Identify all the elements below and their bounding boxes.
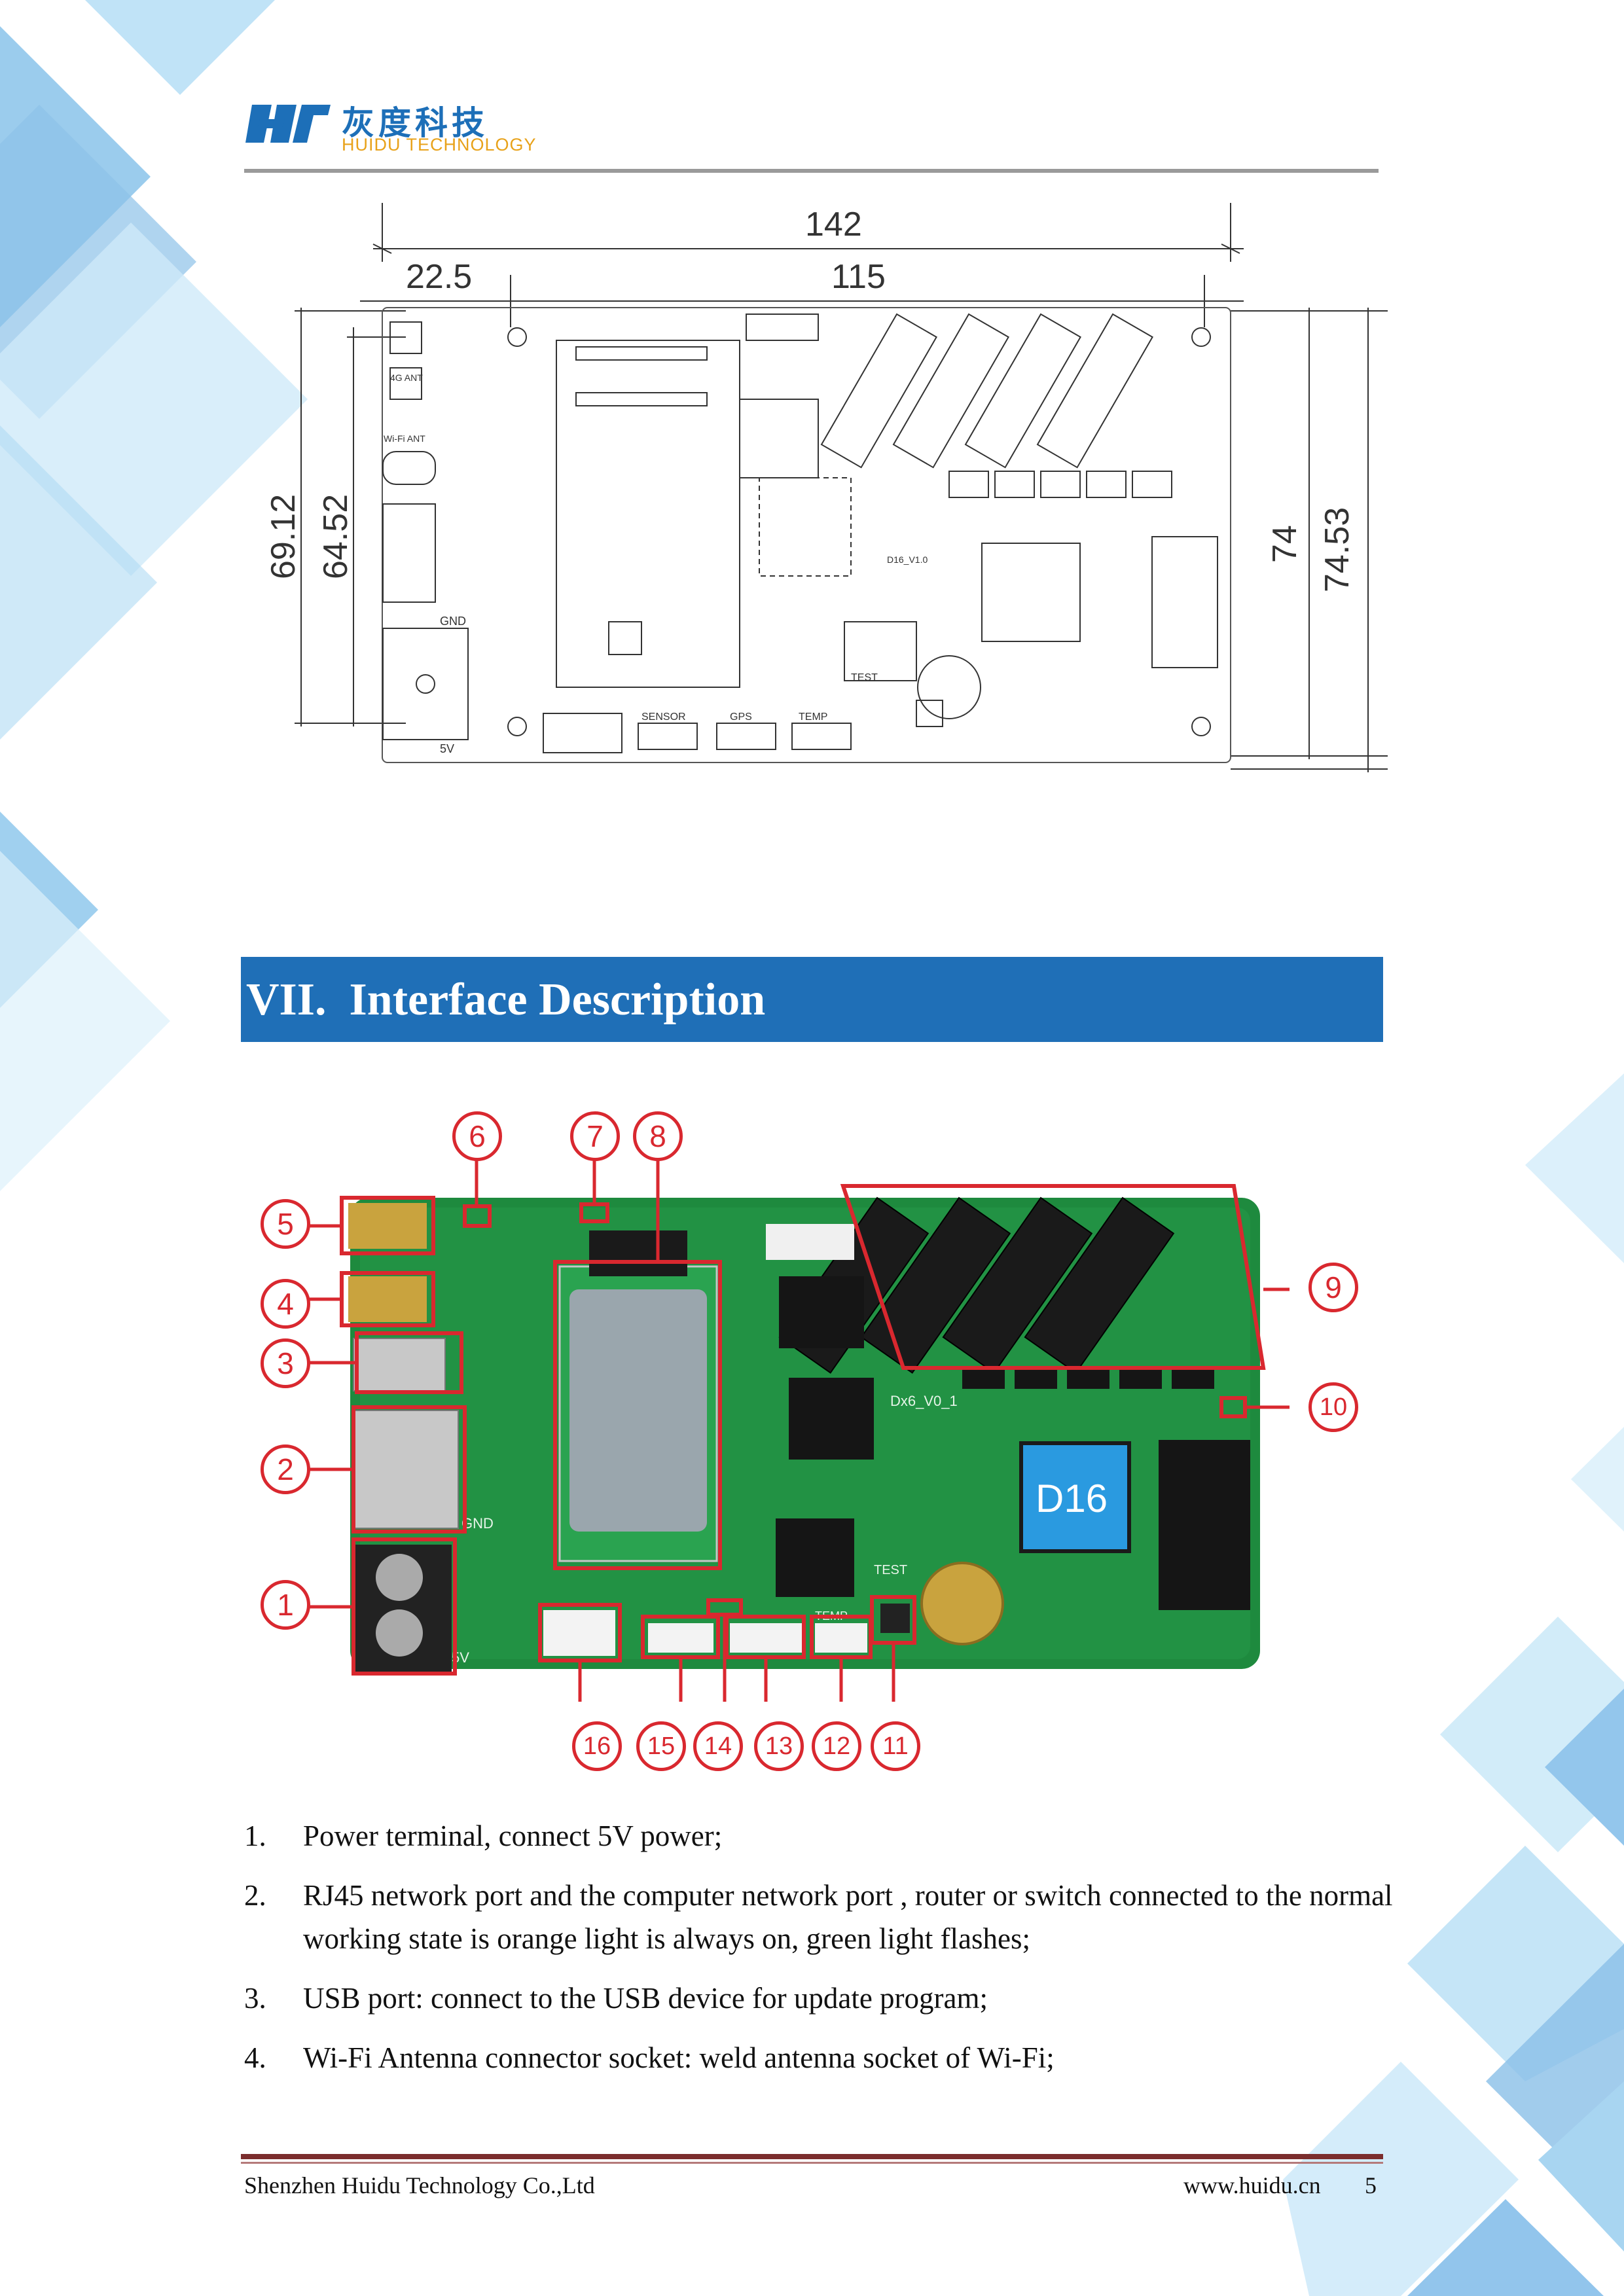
footer-rule-thin xyxy=(241,2162,1383,2164)
list-item-text: RJ45 network port and the computer netwo… xyxy=(303,1879,1393,1955)
silk-4g-ant: 4G ANT xyxy=(390,372,423,383)
list-item: 4. Wi-Fi Antenna connector socket: weld … xyxy=(244,2036,1396,2079)
dim-115: 115 xyxy=(831,258,886,296)
interface-list: 1. Power terminal, connect 5V power; 2. … xyxy=(244,1814,1396,2096)
dim-22-5: 22.5 xyxy=(406,258,472,296)
callout-4: 4 xyxy=(261,1279,310,1329)
header-rule xyxy=(244,169,1379,173)
silk-5v: 5V xyxy=(440,742,454,755)
silk-wifi-ant: Wi-Fi ANT xyxy=(384,433,425,444)
logo-chinese-text: 灰度科技 xyxy=(342,104,488,142)
silk-gnd: GND xyxy=(440,615,466,628)
callout-14: 14 xyxy=(693,1721,743,1771)
board-illustration: D16 Dx6_V0_1 GND 5V TEST TEMP xyxy=(308,1152,1290,1702)
footer-company: Shenzhen Huidu Technology Co.,Ltd xyxy=(244,2172,595,2198)
silk-test: TEST xyxy=(851,672,878,683)
callout-10: 10 xyxy=(1308,1382,1358,1432)
board-test-label: TEST xyxy=(874,1563,907,1577)
page-number: 5 xyxy=(1365,2172,1377,2198)
list-item-number: 2. xyxy=(244,1879,266,1912)
footer-website: www.huidu.cn xyxy=(1183,2172,1321,2198)
dim-142: 142 xyxy=(805,206,862,243)
list-item-text: Wi-Fi Antenna connector socket: weld ant… xyxy=(303,2041,1055,2074)
silk-sensor: SENSOR xyxy=(641,711,686,723)
dim-74: 74 xyxy=(1266,525,1304,563)
list-item-text: Power terminal, connect 5V power; xyxy=(303,1820,723,1852)
dimension-drawing: 142 22.5 115 69.12 64.52 74 74.53 4G ANT… xyxy=(264,203,1388,772)
logo-english-text: HUIDU TECHNOLOGY xyxy=(342,135,537,154)
callout-16: 16 xyxy=(572,1721,622,1771)
list-item: 3. USB port: connect to the USB device f… xyxy=(244,1977,1396,2020)
list-item: 1. Power terminal, connect 5V power; xyxy=(244,1814,1396,1857)
dim-64-52: 64.52 xyxy=(317,494,355,579)
section-heading-bar xyxy=(241,957,1383,1042)
dim-74-53: 74.53 xyxy=(1318,507,1356,592)
list-item-number: 4. xyxy=(244,2041,266,2074)
callout-1: 1 xyxy=(261,1580,310,1630)
huidu-logo-icon xyxy=(245,105,331,143)
list-item-text: USB port: connect to the USB device for … xyxy=(303,1982,988,2015)
callout-2: 2 xyxy=(261,1444,310,1494)
callout-12: 12 xyxy=(812,1721,861,1771)
board-gnd-label: GND xyxy=(461,1515,494,1532)
dim-69-12: 69.12 xyxy=(264,494,302,579)
silk-gps: GPS xyxy=(730,711,752,723)
callout-3: 3 xyxy=(261,1338,310,1388)
chip-label: D16 xyxy=(1036,1477,1108,1520)
list-item-number: 1. xyxy=(244,1820,266,1852)
callout-9: 9 xyxy=(1308,1263,1358,1312)
footer-rule xyxy=(241,2154,1383,2159)
callout-6: 6 xyxy=(452,1111,502,1161)
callout-5: 5 xyxy=(261,1199,310,1249)
section-title: VII. Interface Description xyxy=(246,975,766,1025)
callout-7: 7 xyxy=(570,1111,620,1161)
list-item: 2. RJ45 network port and the computer ne… xyxy=(244,1874,1396,1960)
silk-version: D16_V1.0 xyxy=(887,554,928,565)
silk-temp: TEMP xyxy=(799,711,827,723)
board-version: Dx6_V0_1 xyxy=(890,1393,958,1409)
callout-13: 13 xyxy=(754,1721,804,1771)
callout-15: 15 xyxy=(636,1721,686,1771)
list-item-number: 3. xyxy=(244,1982,266,2015)
callout-11: 11 xyxy=(871,1721,920,1771)
callout-8: 8 xyxy=(633,1111,683,1161)
